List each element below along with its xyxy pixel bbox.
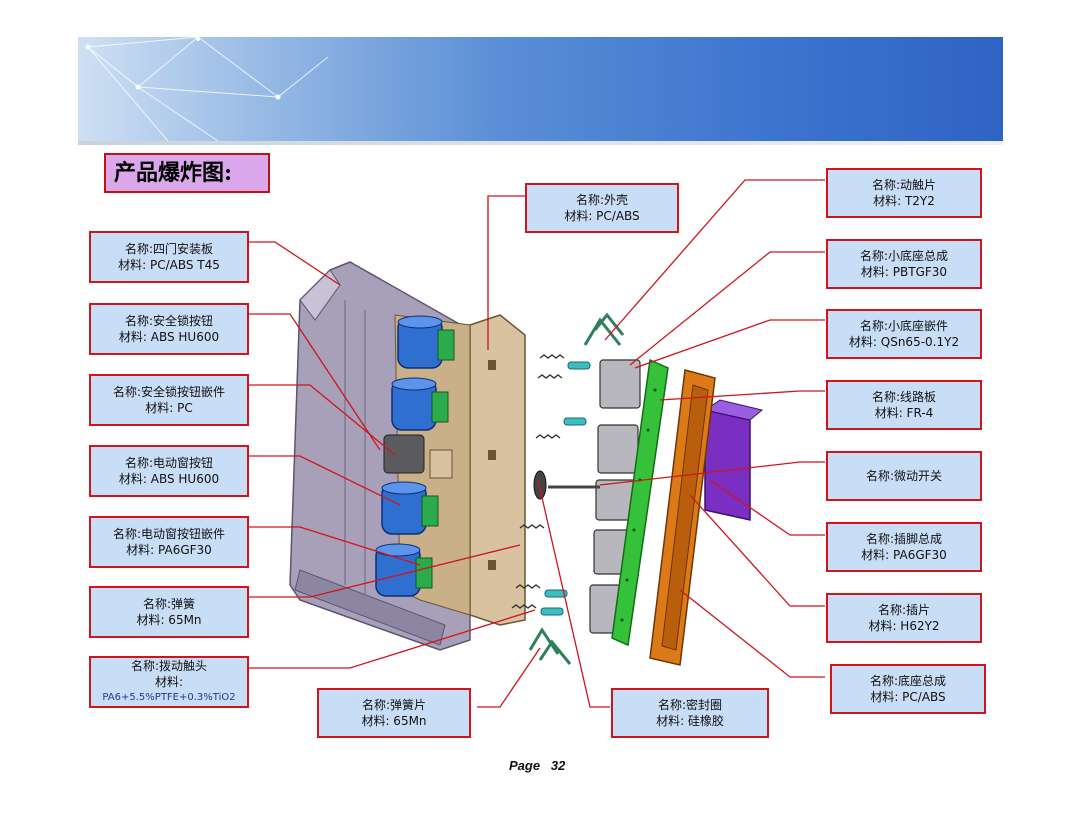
label-spring-plate: 名称:弹簧片 材料: 65Mn bbox=[317, 688, 471, 738]
label-name: 名称:小底座总成 bbox=[859, 249, 949, 263]
label-window-button: 名称:电动窗按钮 材料: ABS HU600 bbox=[89, 445, 249, 497]
label-material: 材料: 硅橡胶 bbox=[656, 714, 724, 728]
label-material: 材料: PC/ABS bbox=[564, 209, 640, 223]
label-name: 名称:四门安装板 bbox=[124, 242, 214, 256]
label-material: 材料: PC/ABS bbox=[870, 690, 946, 704]
label-name: 名称:插脚总成 bbox=[865, 532, 943, 546]
label-small-base-assembly: 名称:小底座总成 材料: PBTGF30 bbox=[826, 239, 982, 289]
label-name: 名称:插片 bbox=[877, 603, 931, 617]
label-circuit-board: 名称:线路板 材料: FR-4 bbox=[826, 380, 982, 430]
label-name: 名称:底座总成 bbox=[869, 674, 947, 688]
page-title: 产品爆炸图: bbox=[104, 153, 270, 193]
label-material: 材料: PA6GF30 bbox=[126, 543, 212, 557]
spring-clips bbox=[528, 312, 625, 665]
page-number: Page 32 bbox=[509, 758, 565, 773]
label-window-button-insert: 名称:电动窗按钮嵌件 材料: PA6GF30 bbox=[89, 516, 249, 568]
label-name: 名称:电动窗按钮嵌件 bbox=[112, 527, 226, 541]
window-buttons bbox=[375, 315, 455, 597]
label-material: 材料: H62Y2 bbox=[868, 619, 940, 633]
label-terminal-blade: 名称:插片 材料: H62Y2 bbox=[826, 593, 982, 643]
label-mounting-plate: 名称:四门安装板 材料: PC/ABS T45 bbox=[89, 231, 249, 283]
label-name: 名称:安全锁按钮 bbox=[124, 314, 214, 328]
label-material: 材料: QSn65-0.1Y2 bbox=[848, 335, 960, 349]
label-micro-switch: 名称:微动开关 bbox=[826, 451, 982, 501]
label-spring: 名称:弹簧 材料: 65Mn bbox=[89, 586, 249, 638]
label-name: 名称:弹簧片 bbox=[361, 698, 427, 712]
label-name: 名称:电动窗按钮 bbox=[124, 456, 214, 470]
label-name: 名称:拨动触头 bbox=[130, 659, 208, 673]
label-name: 名称:密封圈 bbox=[657, 698, 723, 712]
springs bbox=[511, 354, 565, 609]
label-material: 材料: ABS HU600 bbox=[118, 330, 220, 344]
label-material: 材料: bbox=[154, 675, 184, 689]
label-material: 材料: PC bbox=[145, 401, 193, 415]
label-material: 材料: FR-4 bbox=[874, 406, 934, 420]
label-material: 材料: PBTGF30 bbox=[860, 265, 948, 279]
label-material: 材料: ABS HU600 bbox=[118, 472, 220, 486]
label-base-assembly: 名称:底座总成 材料: PC/ABS bbox=[830, 664, 986, 714]
label-small-base-insert: 名称:小底座嵌件 材料: QSn65-0.1Y2 bbox=[826, 309, 982, 359]
page-label-text: Page bbox=[509, 758, 541, 773]
label-name: 名称:小底座嵌件 bbox=[859, 319, 949, 333]
label-housing: 名称:外壳 材料: PC/ABS bbox=[525, 183, 679, 233]
label-moving-contact: 名称:动触片 材料: T2Y2 bbox=[826, 168, 982, 218]
label-material: 材料: PC/ABS T45 bbox=[118, 258, 220, 272]
label-material-detail: PA6+5.5%PTFE+0.3%TiO2 bbox=[102, 692, 236, 703]
leader-lines bbox=[248, 179, 825, 708]
label-seal-ring: 名称:密封圈 材料: 硅橡胶 bbox=[611, 688, 769, 738]
banner-underline bbox=[78, 141, 1003, 145]
label-name: 名称:动触片 bbox=[871, 178, 937, 192]
label-material: 材料: 65Mn bbox=[361, 714, 427, 728]
label-name: 名称:微动开关 bbox=[865, 469, 943, 483]
circuit-board bbox=[611, 358, 669, 647]
label-name: 名称:外壳 bbox=[575, 193, 629, 207]
page-number-value: 32 bbox=[550, 758, 566, 773]
label-name: 名称:安全锁按钮嵌件 bbox=[112, 385, 226, 399]
label-toggle-contact: 名称:拨动触头 材料: PA6+5.5%PTFE+0.3%TiO2 bbox=[89, 656, 249, 708]
label-safety-lock-button: 名称:安全锁按钮 材料: ABS HU600 bbox=[89, 303, 249, 355]
label-safety-lock-insert: 名称:安全锁按钮嵌件 材料: PC bbox=[89, 374, 249, 426]
label-pin-assembly: 名称:插脚总成 材料: PA6GF30 bbox=[826, 522, 982, 572]
label-name: 名称:线路板 bbox=[871, 390, 937, 404]
label-material: 材料: PA6GF30 bbox=[861, 548, 947, 562]
label-material: 材料: T2Y2 bbox=[873, 194, 935, 208]
header-banner bbox=[78, 37, 1003, 141]
label-material: 材料: 65Mn bbox=[136, 613, 202, 627]
label-name: 名称:弹簧 bbox=[142, 597, 196, 611]
safety-lock-button bbox=[383, 434, 425, 474]
network-graphic bbox=[85, 37, 329, 141]
